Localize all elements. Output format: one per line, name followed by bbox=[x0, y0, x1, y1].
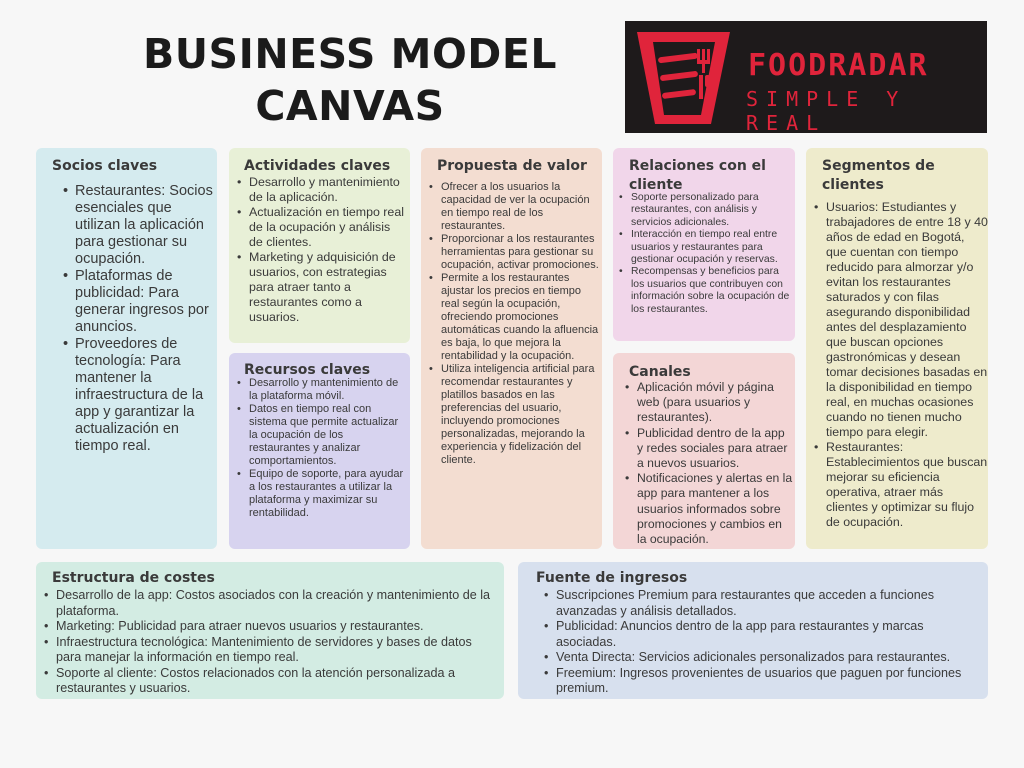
relaciones-cliente-heading: Relaciones con el cliente bbox=[629, 158, 766, 193]
list-item: Restaurantes: Establecimientos que busca… bbox=[814, 440, 988, 530]
segmentos-clientes-box: Segmentos de clientes Usuarios: Estudian… bbox=[806, 148, 988, 549]
estructura-costes-heading: Estructura de costes bbox=[52, 570, 215, 586]
socios-claves-box: Socios claves Restaurantes: Socios esenc… bbox=[36, 148, 217, 549]
list-item: Venta Directa: Servicios adicionales per… bbox=[544, 650, 984, 666]
list-item: Desarrollo y mantenimiento de la platafo… bbox=[237, 377, 407, 403]
recursos-claves-box: Recursos claves Desarrollo y mantenimien… bbox=[229, 353, 410, 549]
list-item: Publicidad dentro de la app y redes soci… bbox=[625, 426, 793, 472]
list-item: Publicidad: Anuncios dentro de la app pa… bbox=[544, 619, 984, 650]
list-item: Freemium: Ingresos provenientes de usuar… bbox=[544, 666, 984, 697]
canales-heading: Canales bbox=[629, 364, 691, 380]
logo-name: FOODRADAR bbox=[748, 48, 929, 83]
list-item: Datos en tiempo real con sistema que per… bbox=[237, 403, 407, 468]
propuesta-de-valor-box: Propuesta de valor Ofrecer a los usuario… bbox=[421, 148, 602, 549]
list-item: Aplicación móvil y página web (para usua… bbox=[625, 380, 793, 426]
estructura-costes-list: Desarrollo de la app: Costos asociados c… bbox=[44, 588, 500, 697]
recursos-claves-list: Desarrollo y mantenimiento de la platafo… bbox=[237, 377, 407, 520]
actividades-claves-heading: Actividades claves bbox=[244, 158, 391, 174]
logo-tagline: SIMPLE Y REAL bbox=[746, 87, 907, 135]
list-item: Desarrollo y mantenimiento de la aplicac… bbox=[237, 175, 407, 205]
list-item: Suscripciones Premium para restaurantes … bbox=[544, 588, 984, 619]
list-item: Permite a los restaurantes ajustar los p… bbox=[429, 272, 601, 363]
relaciones-cliente-box: Relaciones con el cliente Soporte person… bbox=[613, 148, 795, 341]
list-item: Usuarios: Estudiantes y trabajadores de … bbox=[814, 200, 988, 440]
list-item: Ofrecer a los usuarios la capacidad de v… bbox=[429, 181, 601, 233]
list-item: Marketing: Publicidad para atraer nuevos… bbox=[44, 619, 500, 635]
list-item: Desarrollo de la app: Costos asociados c… bbox=[44, 588, 500, 619]
list-item: Recompensas y beneficios para los usuari… bbox=[619, 266, 792, 316]
list-item: Proveedores de tecnología: Para mantener… bbox=[63, 336, 213, 455]
segmentos-clientes-heading: Segmentos de clientes bbox=[822, 158, 935, 193]
list-item: Proporcionar a los restaurantes herramie… bbox=[429, 233, 601, 272]
page-title: BUSINESS MODEL CANVAS bbox=[100, 28, 600, 132]
list-item: Interacción en tiempo real entre usuario… bbox=[619, 229, 792, 266]
segmentos-clientes-list: Usuarios: Estudiantes y trabajadores de … bbox=[814, 200, 988, 530]
title-line-1: BUSINESS MODEL bbox=[143, 30, 557, 78]
fuente-ingresos-heading: Fuente de ingresos bbox=[536, 570, 688, 586]
foodradar-logo: FOODRADAR SIMPLE Y REAL bbox=[625, 21, 987, 135]
fuente-ingresos-list: Suscripciones Premium para restaurantes … bbox=[544, 588, 984, 697]
canales-box: Canales Aplicación móvil y página web (p… bbox=[613, 353, 795, 549]
propuesta-de-valor-list: Ofrecer a los usuarios la capacidad de v… bbox=[429, 181, 601, 467]
list-item: Marketing y adquisición de usuarios, con… bbox=[237, 250, 407, 325]
list-item: Soporte personalizado para restaurantes,… bbox=[619, 192, 792, 229]
propuesta-de-valor-heading: Propuesta de valor bbox=[437, 158, 587, 174]
socios-claves-list: Restaurantes: Socios esenciales que util… bbox=[63, 183, 213, 455]
actividades-claves-list: Desarrollo y mantenimiento de la aplicac… bbox=[237, 175, 407, 325]
title-line-2: CANVAS bbox=[255, 82, 445, 130]
estructura-costes-box: Estructura de costes Desarrollo de la ap… bbox=[36, 562, 504, 699]
recursos-claves-heading: Recursos claves bbox=[244, 362, 371, 378]
list-item: Restaurantes: Socios esenciales que util… bbox=[63, 183, 213, 268]
list-item: Plataformas de publicidad: Para generar … bbox=[63, 268, 213, 336]
list-item: Soporte al cliente: Costos relacionados … bbox=[44, 666, 500, 697]
list-item: Equipo de soporte, para ayudar a los res… bbox=[237, 468, 407, 520]
clipboard-utensils-icon bbox=[637, 32, 730, 124]
list-item: Actualización en tiempo real de la ocupa… bbox=[237, 205, 407, 250]
list-item: Infraestructura tecnológica: Mantenimien… bbox=[44, 635, 500, 666]
canales-list: Aplicación móvil y página web (para usua… bbox=[625, 380, 793, 547]
list-item: Notificaciones y alertas en la app para … bbox=[625, 471, 793, 547]
fuente-ingresos-box: Fuente de ingresos Suscripciones Premium… bbox=[518, 562, 988, 699]
relaciones-cliente-list: Soporte personalizado para restaurantes,… bbox=[619, 192, 792, 316]
socios-claves-heading: Socios claves bbox=[52, 158, 158, 174]
list-item: Utiliza inteligencia artificial para rec… bbox=[429, 363, 601, 467]
actividades-claves-box: Actividades claves Desarrollo y mantenim… bbox=[229, 148, 410, 343]
